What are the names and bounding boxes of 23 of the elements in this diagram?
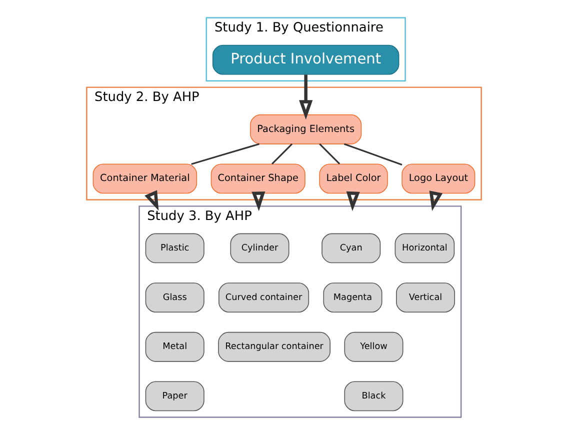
- node-box: Horizontal: [394, 233, 455, 264]
- node-box: Vertical: [396, 282, 456, 312]
- node-box: Cyan: [322, 233, 381, 264]
- node-box: Rectangular container: [218, 332, 330, 362]
- node-box: Curved container: [218, 282, 310, 312]
- arrow: [299, 74, 313, 120]
- node-box: Glass: [145, 282, 204, 312]
- node-box: Plastic: [145, 233, 204, 264]
- arrow: [144, 190, 159, 211]
- node-box: Black: [344, 381, 404, 412]
- node-box: Paper: [145, 381, 204, 412]
- node-box: Cylinder: [230, 233, 290, 264]
- node-box: Product Involvement: [212, 44, 400, 75]
- node-box: Packaging Elements: [250, 114, 362, 144]
- node-box: Magenta: [323, 282, 382, 312]
- arrow: [429, 190, 443, 211]
- connector: [319, 143, 340, 165]
- node-box: Yellow: [344, 332, 404, 362]
- arrow: [252, 191, 266, 212]
- node-box: Metal: [145, 332, 204, 362]
- connector: [344, 143, 402, 166]
- connector: [191, 143, 260, 165]
- connector: [271, 143, 293, 165]
